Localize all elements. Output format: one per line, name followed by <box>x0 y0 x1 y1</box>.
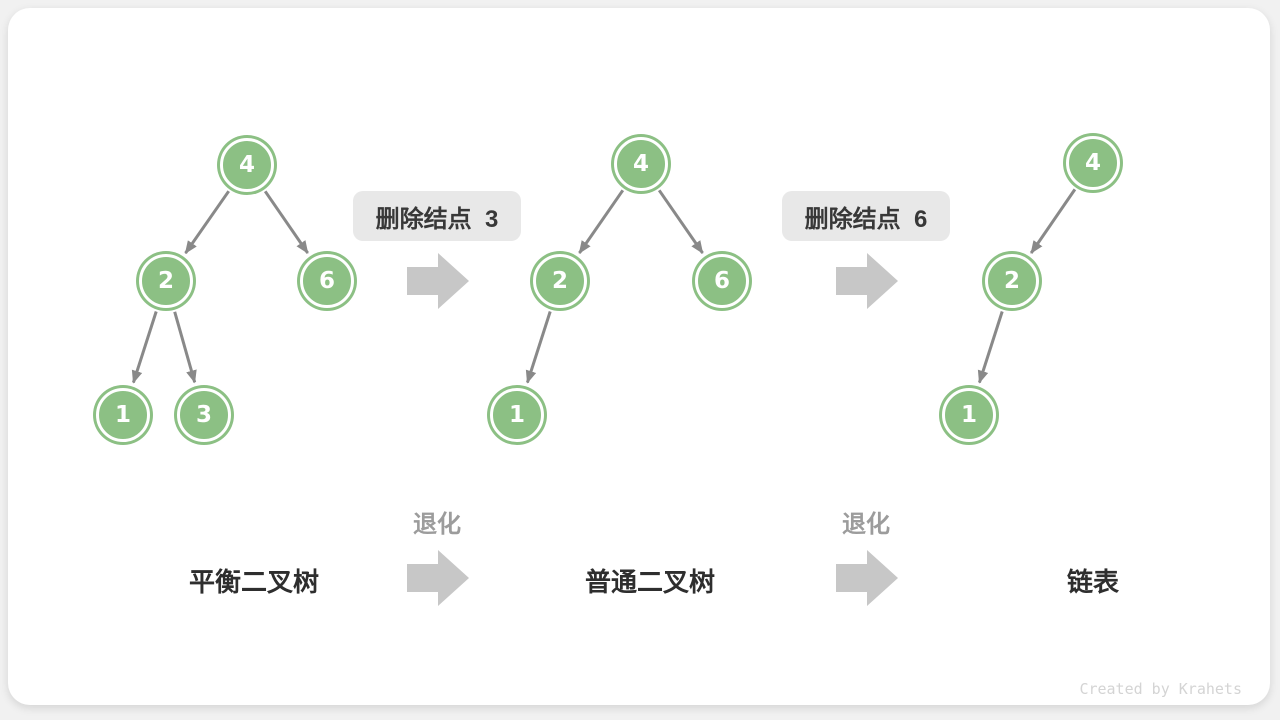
delete-node-label: 删除结点 6 <box>782 191 950 241</box>
degrade-label: 退化 <box>842 511 890 538</box>
tree-node: 4 <box>614 137 668 191</box>
tree-node: 1 <box>942 388 996 442</box>
tree-caption-balanced-binary-tree: 平衡二叉树 <box>188 567 320 597</box>
tree-caption-ordinary-binary-tree: 普通二叉树 <box>584 567 716 597</box>
tree-node: 1 <box>490 388 544 442</box>
tree-node: 6 <box>300 254 354 308</box>
tree-node: 6 <box>695 254 749 308</box>
figure-card <box>8 8 1270 705</box>
tree-node: 4 <box>220 138 274 192</box>
tree-node: 2 <box>139 254 193 308</box>
tree-node: 1 <box>96 388 150 442</box>
degrade-label: 退化 <box>413 511 461 538</box>
tree-node: 2 <box>533 254 587 308</box>
tree-node: 2 <box>985 254 1039 308</box>
delete-node-label: 删除结点 3 <box>353 191 521 241</box>
tree-node: 4 <box>1066 136 1120 190</box>
tree-caption-linked-list: 链表 <box>1066 567 1120 597</box>
tree-node: 3 <box>177 388 231 442</box>
watermark: Created by Krahets <box>1079 680 1242 698</box>
